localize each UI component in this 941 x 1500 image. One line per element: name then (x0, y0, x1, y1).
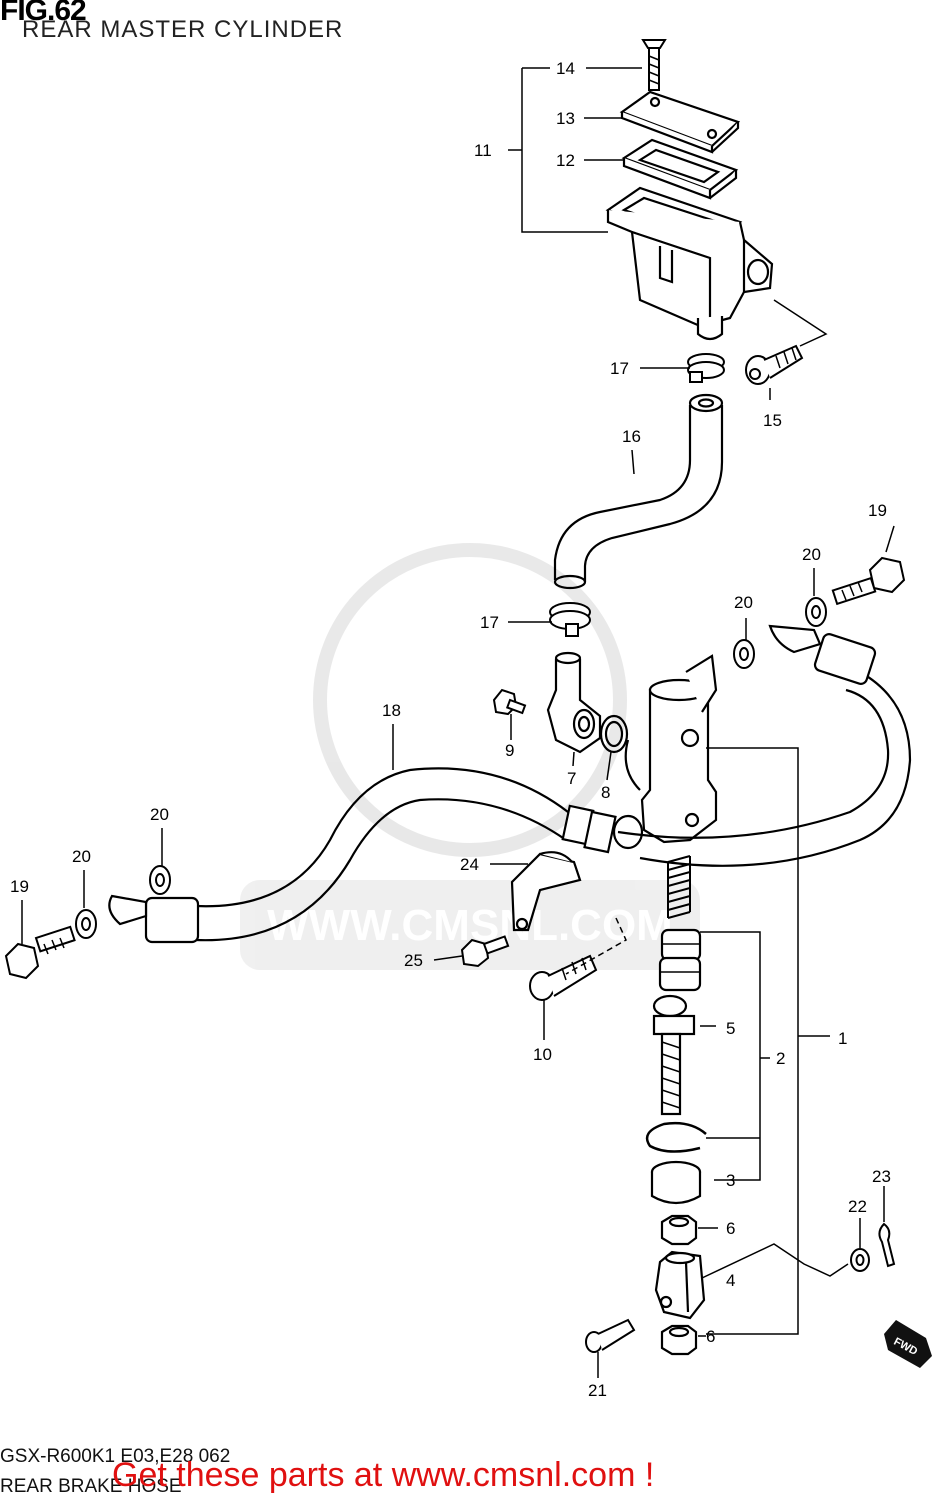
fwd-direction-arrow: FWD (884, 1320, 932, 1368)
callout-11: 11 (474, 141, 492, 160)
reservoir-bolt-15 (745, 344, 804, 385)
dust-boot-3 (650, 1160, 702, 1205)
callout-20-a: 20 (72, 847, 91, 866)
callout-18: 18 (382, 701, 401, 720)
pivot-bolt-10 (529, 954, 598, 1001)
callout-21: 21 (588, 1381, 607, 1400)
reservoir-screw-14 (641, 39, 667, 91)
callout-22: 22 (848, 1197, 867, 1216)
sealing-washer-20-c (733, 639, 755, 669)
section-name: REAR BRAKE HOSE (0, 1476, 182, 1497)
callout-5: 5 (726, 1019, 735, 1038)
union-screw-9 (492, 688, 527, 716)
promo-link[interactable]: Get these parts at www.cmsnl.com ! (112, 1456, 655, 1494)
return-spring (667, 855, 691, 919)
callout-10: 10 (533, 1045, 552, 1064)
hose-clamp-17-upper (687, 353, 725, 383)
callout-labels: 14 13 12 11 17 15 16 19 20 20 17 18 9 7 … (10, 59, 891, 1400)
reservoir-cap-13 (619, 90, 741, 154)
master-cylinder-body-1 (612, 654, 718, 850)
callout-4: 4 (726, 1271, 735, 1290)
sealing-washer-20-d (805, 597, 827, 627)
callout-7: 7 (567, 769, 576, 788)
clevis-4 (654, 1250, 706, 1320)
callout-20-b: 20 (150, 805, 169, 824)
callout-8: 8 (601, 783, 610, 802)
callout-12: 12 (556, 151, 575, 170)
callout-17-upper: 17 (610, 359, 629, 378)
callout-6-lower: 6 (706, 1327, 715, 1346)
callout-17-lower: 17 (480, 613, 499, 632)
hose-union-7 (546, 651, 602, 754)
callout-1: 1 (838, 1029, 847, 1048)
hose-bracket-24 (510, 851, 582, 932)
callout-6-upper: 6 (726, 1219, 735, 1238)
leader-lines (21, 67, 895, 1378)
banjo-bolt-19-left (4, 925, 76, 980)
circlip (645, 1121, 707, 1153)
callout-19-left: 19 (10, 877, 29, 896)
callout-23: 23 (872, 1167, 891, 1186)
clevis-pin-21 (585, 1318, 636, 1353)
callout-25: 25 (404, 951, 423, 970)
callout-13: 13 (556, 109, 575, 128)
nut-6-lower (660, 1324, 698, 1356)
watermark-logo: WWW.CMSNL.COM (240, 543, 700, 970)
washer-22 (850, 1248, 870, 1272)
pushrod-5 (652, 994, 696, 1116)
hose-clamp-17-lower (549, 602, 591, 637)
o-ring-8 (599, 714, 629, 754)
callout-16: 16 (622, 427, 641, 446)
bracket-bolt-25 (460, 935, 510, 968)
reservoir-body-11 (605, 186, 774, 341)
callout-2: 2 (776, 1049, 785, 1068)
sealing-washer-20-a (75, 909, 97, 939)
figure-number: FIG.62 (0, 0, 87, 27)
callout-24: 24 (460, 855, 479, 874)
callout-14: 14 (556, 59, 575, 78)
callout-20-c: 20 (734, 593, 753, 612)
callout-15: 15 (763, 411, 782, 430)
sealing-washer-20-b (149, 865, 171, 895)
brake-hose-18 (108, 624, 912, 944)
nut-6-upper (660, 1214, 698, 1246)
callout-20-d: 20 (802, 545, 821, 564)
figure-title: REAR MASTER CYLINDER (22, 16, 344, 43)
callout-9: 9 (505, 741, 514, 760)
model-code: GSX-R600K1 E03,E28 062 (0, 1446, 231, 1467)
reservoir-plate-12 (621, 138, 739, 200)
callout-3: 3 (726, 1171, 735, 1190)
reservoir-hose-16 (553, 393, 724, 590)
piston-cup (658, 928, 702, 992)
cotter-pin-23 (878, 1222, 896, 1268)
callout-19-right: 19 (868, 501, 887, 520)
banjo-bolt-19-right (831, 556, 906, 606)
